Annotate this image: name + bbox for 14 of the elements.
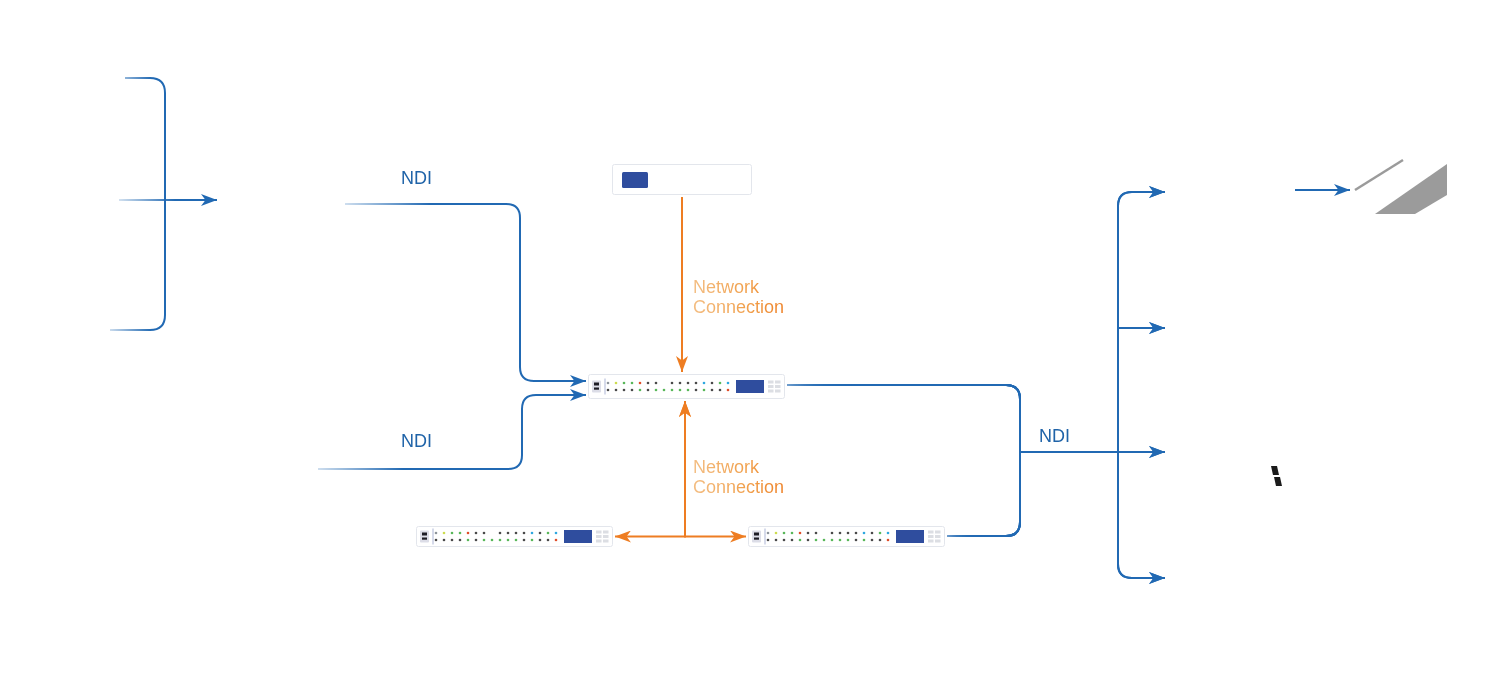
arrow	[676, 196, 688, 373]
double-arrow	[679, 400, 747, 543]
edge-label: NDI	[401, 431, 432, 451]
arrow	[317, 389, 587, 470]
arrow	[1294, 184, 1351, 196]
edge-label: NDI	[1039, 426, 1070, 446]
device-picture	[416, 526, 613, 547]
edge-label: NDI	[401, 168, 432, 188]
display-picture	[1352, 158, 1448, 215]
arrow	[344, 203, 587, 387]
device-picture	[588, 374, 785, 399]
arrow	[946, 451, 1166, 584]
device-picture	[612, 164, 752, 195]
device-picture	[748, 526, 945, 547]
